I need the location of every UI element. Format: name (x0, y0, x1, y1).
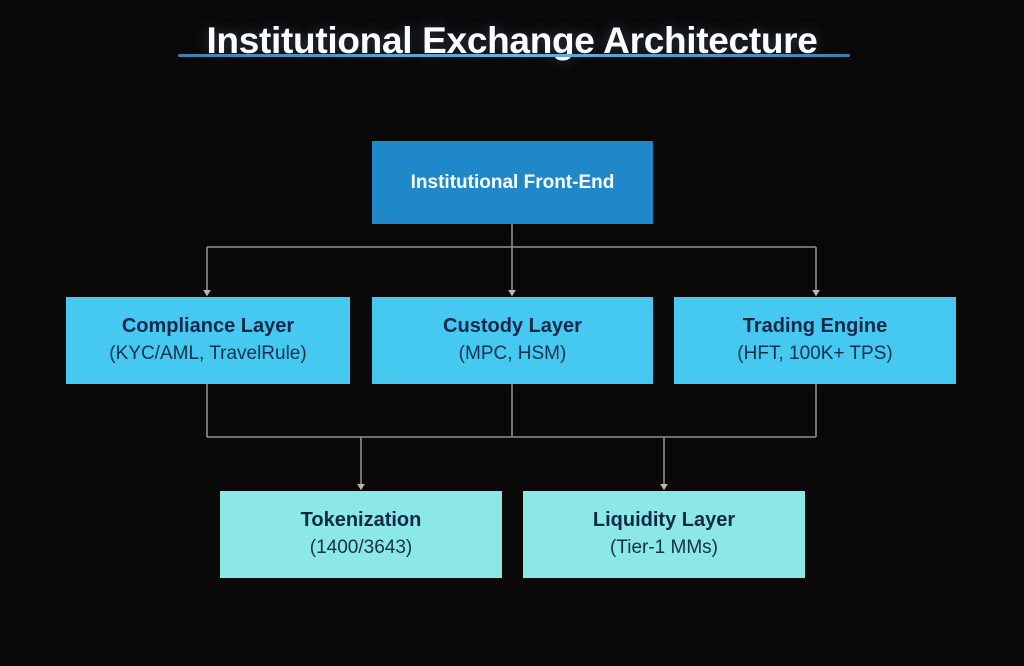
node-subtitle: (KYC/AML, TravelRule) (109, 343, 307, 365)
node-subtitle: (HFT, 100K+ TPS) (737, 343, 893, 365)
node-liquidity-layer[interactable]: Liquidity Layer (Tier-1 MMs) (523, 491, 805, 578)
node-title: Trading Engine (742, 315, 888, 338)
node-title: Custody Layer (443, 315, 582, 338)
node-subtitle: (Tier-1 MMs) (610, 537, 718, 559)
node-compliance-layer[interactable]: Compliance Layer (KYC/AML, TravelRule) (66, 297, 350, 384)
node-custody-layer[interactable]: Custody Layer (MPC, HSM) (372, 297, 653, 384)
node-title: Institutional Front-End (410, 171, 615, 193)
node-trading-engine[interactable]: Trading Engine (HFT, 100K+ TPS) (674, 297, 956, 384)
node-tokenization[interactable]: Tokenization (1400/3643) (220, 491, 502, 578)
node-title: Tokenization (300, 509, 422, 532)
node-title: Compliance Layer (121, 315, 295, 338)
node-title: Liquidity Layer (592, 509, 736, 532)
node-subtitle: (MPC, HSM) (458, 343, 567, 365)
node-subtitle: (1400/3643) (309, 537, 413, 559)
title-underline (178, 54, 850, 57)
node-institutional-front-end[interactable]: Institutional Front-End (372, 141, 653, 224)
